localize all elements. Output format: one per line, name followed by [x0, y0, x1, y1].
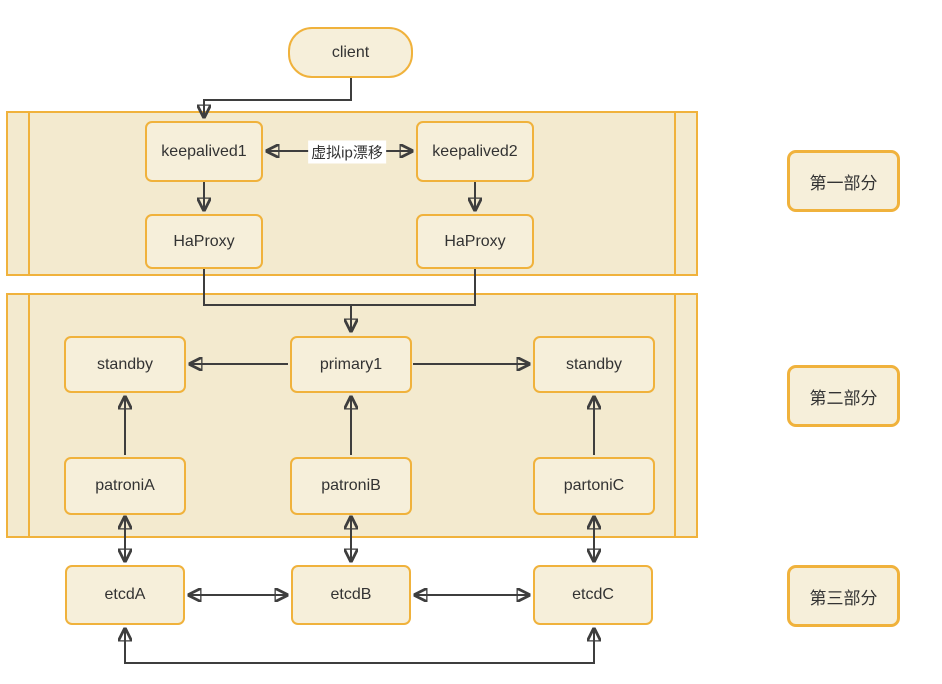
- node-haproxy-left: HaProxy: [145, 214, 263, 269]
- node-patroniB-label: patroniB: [321, 477, 381, 494]
- node-patroniB: patroniB: [290, 457, 412, 515]
- node-keepalived1-label: keepalived1: [161, 142, 247, 160]
- node-standby-left-label: standby: [96, 355, 154, 373]
- badge-part2: 第二部分: [787, 365, 900, 427]
- section2-left-stripe: [28, 295, 30, 536]
- node-patroniA-label: patroniA: [95, 477, 155, 494]
- node-etcdB: etcdB: [291, 565, 411, 625]
- badge-part1: 第一部分: [787, 150, 900, 212]
- node-etcdB-label: etcdB: [330, 586, 372, 603]
- section1-left-stripe: [28, 113, 30, 274]
- badge-part3: 第三部分: [787, 565, 900, 627]
- node-patroniA: patroniA: [64, 457, 186, 515]
- node-primary1-label: primary1: [319, 355, 383, 373]
- badge-part1-label: 第一部分: [809, 173, 878, 193]
- node-etcdC: etcdC: [533, 565, 653, 625]
- section1-container: [6, 111, 698, 276]
- node-client-label: client: [331, 43, 370, 61]
- node-keepalived2: keepalived2: [416, 121, 534, 182]
- node-keepalived1: keepalived1: [145, 121, 263, 182]
- node-etcdC-label: etcdC: [572, 586, 614, 603]
- node-client: client: [288, 27, 413, 78]
- badge-part3-label: 第三部分: [809, 588, 878, 608]
- node-haproxy-right: HaProxy: [416, 214, 534, 269]
- node-primary1: primary1: [290, 336, 412, 393]
- node-partoniC-label: partoniC: [563, 477, 625, 494]
- section2-right-stripe: [674, 295, 676, 536]
- node-haproxy-right-label: HaProxy: [444, 232, 506, 250]
- section1-right-stripe: [674, 113, 676, 274]
- node-etcdA: etcdA: [65, 565, 185, 625]
- node-standby-left: standby: [64, 336, 186, 393]
- edge-label-vip-drift: 虚拟ip漂移: [308, 140, 386, 164]
- edge-etcdA-etcdC-bottom: [125, 629, 594, 664]
- badge-part2-label: 第二部分: [809, 388, 878, 408]
- node-haproxy-left-label: HaProxy: [173, 232, 235, 250]
- node-keepalived2-label: keepalived2: [432, 142, 518, 160]
- node-etcdA-label: etcdA: [104, 586, 146, 603]
- node-standby-right: standby: [533, 336, 655, 393]
- node-standby-right-label: standby: [565, 355, 623, 373]
- node-partoniC: partoniC: [533, 457, 655, 515]
